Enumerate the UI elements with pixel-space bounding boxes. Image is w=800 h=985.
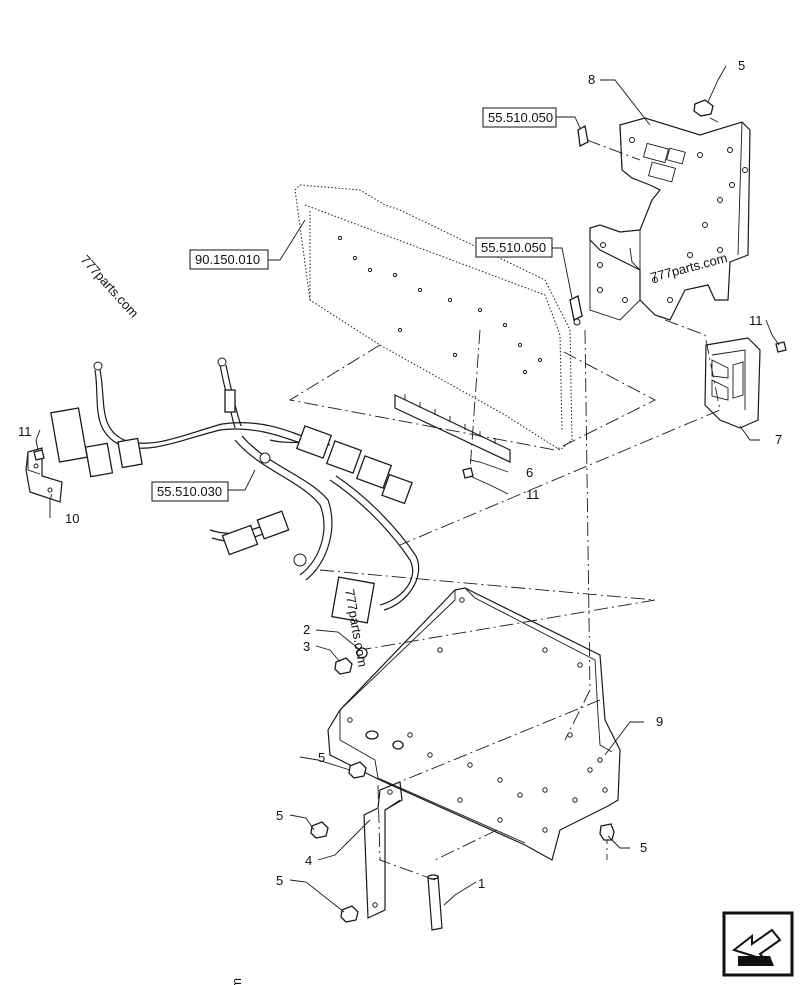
cable-comb-strip (394, 394, 511, 463)
callouts: 1 2 3 4 5 5 5 5 5 6 7 8 9 10 11 11 11 (18, 58, 782, 891)
callout-10: 10 (65, 511, 79, 526)
callout-11-left: 11 (18, 424, 32, 439)
arrow-back-icon[interactable] (722, 911, 794, 977)
callout-6: 6 (526, 465, 533, 480)
screw-11-center (462, 467, 474, 479)
svg-text:55.510.050: 55.510.050 (488, 110, 553, 125)
callout-8: 8 (588, 72, 595, 87)
svg-text:55.510.050: 55.510.050 (481, 240, 546, 255)
clip-55-lower (569, 295, 583, 326)
base-plate (327, 587, 621, 861)
ref-box-55-510-030: 55.510.030 (151, 481, 229, 502)
section-references: 55.510.050 55.510.050 90.150.010 55.510.… (151, 107, 557, 502)
bolt-5-left-lower (340, 905, 359, 923)
pin (427, 874, 443, 931)
callout-5-right: 5 (640, 840, 647, 855)
callout-5-left-lower: 5 (276, 873, 283, 888)
callout-5-left-mid: 5 (276, 808, 283, 823)
watermarks: 777parts.com 777parts.com 777parts.com ɯ… (78, 250, 729, 985)
watermark-left: 777parts.com (78, 252, 142, 321)
svg-text:55.510.030: 55.510.030 (157, 484, 222, 499)
callout-3: 3 (303, 639, 310, 654)
base-plate-holes (347, 597, 608, 833)
relay-holder (704, 337, 761, 429)
callout-4: 4 (305, 853, 312, 868)
wiring-harness (50, 357, 420, 624)
bolt-5-left-mid (310, 821, 329, 839)
bolt-5-left-upper (348, 761, 367, 779)
callout-5-top: 5 (738, 58, 745, 73)
leader-lines (35, 65, 780, 913)
bolt-5-right (599, 823, 615, 841)
screw-11-left (33, 449, 45, 461)
cover-panel (294, 184, 573, 451)
watermark-bottom: ɯɔ (231, 978, 246, 985)
callout-1: 1 (478, 876, 485, 891)
bolt-5-top (693, 99, 714, 117)
ref-box-55-510-050-lower: 55.510.050 (475, 237, 553, 258)
svg-text:90.150.010: 90.150.010 (195, 252, 260, 267)
fasteners (33, 99, 787, 923)
callout-2: 2 (303, 622, 310, 637)
nut-3 (334, 657, 353, 675)
callout-11-center: 11 (526, 487, 540, 502)
clip-55-upper (577, 124, 589, 147)
mounting-bracket (589, 117, 751, 321)
callout-5-left-upper: 5 (318, 750, 325, 765)
panel-holes (337, 235, 543, 375)
callout-7: 7 (775, 432, 782, 447)
callout-11-right: 11 (749, 313, 763, 328)
callout-9: 9 (656, 714, 663, 729)
ref-box-55-510-050-upper: 55.510.050 (482, 107, 557, 128)
support-strap (363, 781, 403, 919)
ref-box-90-150-010: 90.150.010 (189, 249, 269, 270)
washer-2 (356, 647, 368, 659)
